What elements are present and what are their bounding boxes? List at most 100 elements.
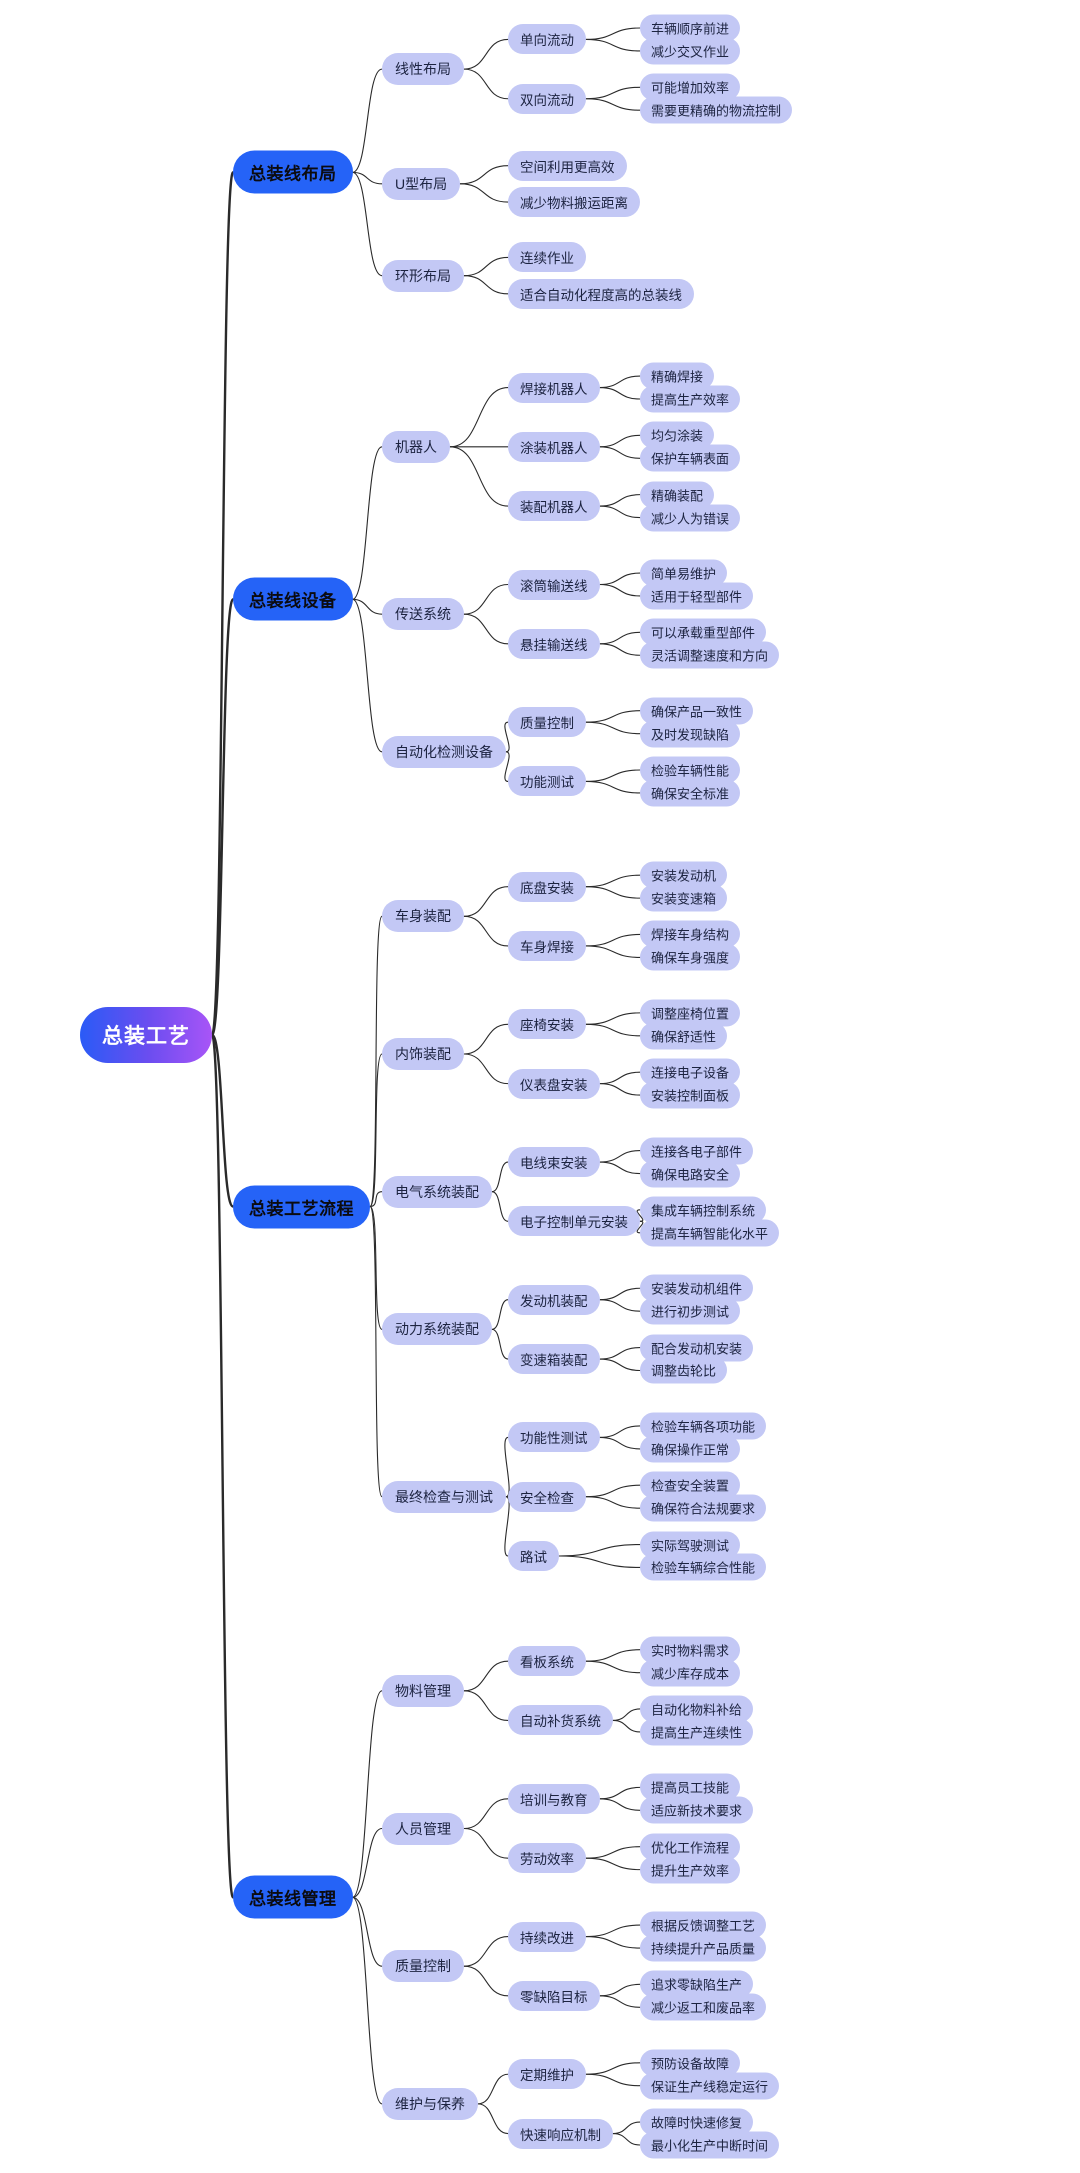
- mindmap-topic-node[interactable]: 提高员工技能: [640, 1773, 741, 1801]
- mindmap-topic-node[interactable]: U型布局: [382, 167, 461, 200]
- mindmap-topic-node[interactable]: 涂装机器人: [508, 431, 600, 462]
- mindmap-topic-node[interactable]: 环形布局: [382, 259, 464, 292]
- mindmap-topic-node[interactable]: 适用于轻型部件: [640, 582, 754, 610]
- mindmap-topic-node[interactable]: 保证生产线稳定运行: [640, 2072, 780, 2100]
- mindmap-topic-node[interactable]: 定期维护: [508, 2059, 586, 2090]
- mindmap-topic-node[interactable]: 自动补货系统: [508, 1705, 613, 1736]
- mindmap-topic-node[interactable]: 车身焊接: [508, 930, 586, 961]
- mindmap-topic-node[interactable]: 维护与保养: [382, 2087, 478, 2120]
- mindmap-topic-node[interactable]: 劳动效率: [508, 1843, 586, 1874]
- mindmap-topic-node[interactable]: 车身装配: [382, 900, 464, 933]
- mindmap-topic-node[interactable]: 双向流动: [508, 83, 586, 114]
- mindmap-topic-node[interactable]: 减少返工和废品率: [640, 1993, 767, 2021]
- mindmap-topic-node[interactable]: 质量控制: [382, 1950, 464, 1983]
- mindmap-root-node[interactable]: 总装工艺: [80, 1006, 212, 1063]
- mindmap-topic-node[interactable]: 连接各电子部件: [640, 1137, 754, 1165]
- mindmap-branch-node[interactable]: 总装线管理: [233, 1875, 353, 1919]
- mindmap-topic-node[interactable]: 功能测试: [508, 766, 586, 797]
- mindmap-topic-node[interactable]: 发动机装配: [508, 1284, 600, 1315]
- mindmap-topic-node[interactable]: 功能性测试: [508, 1422, 600, 1453]
- mindmap-topic-node[interactable]: 保护车辆表面: [640, 444, 741, 472]
- mindmap-topic-node[interactable]: 线性布局: [382, 53, 464, 86]
- mindmap-topic-node[interactable]: 根据反馈调整工艺: [640, 1911, 767, 1939]
- mindmap-topic-node[interactable]: 悬挂输送线: [508, 628, 600, 659]
- mindmap-topic-node[interactable]: 内饰装配: [382, 1037, 464, 1070]
- mindmap-topic-node[interactable]: 可以承载重型部件: [640, 618, 767, 646]
- mindmap-topic-node[interactable]: 装配机器人: [508, 491, 600, 522]
- mindmap-topic-node[interactable]: 减少人为错误: [640, 504, 741, 532]
- mindmap-topic-node[interactable]: 电线束安装: [508, 1147, 600, 1178]
- mindmap-topic-node[interactable]: 提高生产效率: [640, 385, 741, 413]
- mindmap-topic-node[interactable]: 电气系统装配: [382, 1175, 492, 1208]
- mindmap-topic-node[interactable]: 确保舒适性: [640, 1022, 728, 1050]
- mindmap-topic-node[interactable]: 减少库存成本: [640, 1659, 741, 1687]
- mindmap-topic-node[interactable]: 追求零缺陷生产: [640, 1970, 754, 1998]
- mindmap-topic-node[interactable]: 可能增加效率: [640, 73, 741, 101]
- mindmap-topic-node[interactable]: 减少物料搬运距离: [508, 187, 640, 218]
- mindmap-topic-node[interactable]: 检验车辆各项功能: [640, 1412, 767, 1440]
- mindmap-topic-node[interactable]: 进行初步测试: [640, 1297, 741, 1325]
- mindmap-topic-node[interactable]: 预防设备故障: [640, 2049, 741, 2077]
- mindmap-topic-node[interactable]: 变速箱装配: [508, 1344, 600, 1374]
- mindmap-topic-node[interactable]: 提升生产效率: [640, 1856, 741, 1884]
- mindmap-topic-node[interactable]: 连接电子设备: [640, 1058, 741, 1086]
- mindmap-topic-node[interactable]: 滚筒输送线: [508, 569, 600, 600]
- mindmap-topic-node[interactable]: 路试: [508, 1540, 559, 1571]
- mindmap-topic-node[interactable]: 电子控制单元安装: [508, 1206, 640, 1237]
- mindmap-topic-node[interactable]: 空间利用更高效: [508, 150, 627, 181]
- mindmap-topic-node[interactable]: 精确焊接: [640, 362, 715, 390]
- mindmap-topic-node[interactable]: 安装变速箱: [640, 884, 728, 912]
- mindmap-topic-node[interactable]: 安装发动机: [640, 861, 728, 889]
- mindmap-topic-node[interactable]: 仪表盘安装: [508, 1068, 600, 1099]
- mindmap-topic-node[interactable]: 确保安全标准: [640, 779, 741, 807]
- mindmap-topic-node[interactable]: 安全检查: [508, 1481, 586, 1512]
- mindmap-topic-node[interactable]: 单向流动: [508, 24, 586, 55]
- mindmap-topic-node[interactable]: 车辆顺序前进: [640, 14, 741, 42]
- mindmap-topic-node[interactable]: 连续作业: [508, 242, 586, 273]
- mindmap-topic-node[interactable]: 传送系统: [382, 598, 464, 631]
- mindmap-topic-node[interactable]: 确保车身强度: [640, 943, 741, 971]
- mindmap-topic-node[interactable]: 快速响应机制: [508, 2118, 613, 2149]
- mindmap-topic-node[interactable]: 集成车辆控制系统: [640, 1196, 767, 1224]
- mindmap-topic-node[interactable]: 培训与教育: [508, 1783, 600, 1814]
- mindmap-topic-node[interactable]: 简单易维护: [640, 559, 728, 587]
- mindmap-topic-node[interactable]: 检验车辆性能: [640, 756, 741, 784]
- mindmap-topic-node[interactable]: 人员管理: [382, 1812, 464, 1845]
- mindmap-topic-node[interactable]: 焊接车身结构: [640, 920, 741, 948]
- mindmap-topic-node[interactable]: 自动化物料补给: [640, 1695, 754, 1723]
- mindmap-topic-node[interactable]: 安装控制面板: [640, 1081, 741, 1109]
- mindmap-topic-node[interactable]: 配合发动机安装: [640, 1334, 754, 1362]
- mindmap-topic-node[interactable]: 适应新技术要求: [640, 1796, 754, 1824]
- mindmap-branch-node[interactable]: 总装工艺流程: [233, 1185, 370, 1228]
- mindmap-topic-node[interactable]: 实时物料需求: [640, 1636, 741, 1664]
- mindmap-topic-node[interactable]: 调整座椅位置: [640, 999, 741, 1027]
- mindmap-topic-node[interactable]: 提高生产连续性: [640, 1718, 754, 1746]
- mindmap-topic-node[interactable]: 实际驾驶测试: [640, 1531, 741, 1558]
- mindmap-topic-node[interactable]: 质量控制: [508, 707, 586, 738]
- mindmap-topic-node[interactable]: 机器人: [382, 430, 450, 463]
- mindmap-topic-node[interactable]: 物料管理: [382, 1674, 464, 1707]
- mindmap-topic-node[interactable]: 持续改进: [508, 1921, 586, 1952]
- mindmap-topic-node[interactable]: 焊接机器人: [508, 372, 600, 403]
- mindmap-topic-node[interactable]: 确保电路安全: [640, 1160, 741, 1187]
- mindmap-topic-node[interactable]: 底盘安装: [508, 871, 586, 902]
- mindmap-topic-node[interactable]: 确保符合法规要求: [640, 1494, 767, 1522]
- mindmap-topic-node[interactable]: 减少交叉作业: [640, 37, 741, 65]
- mindmap-topic-node[interactable]: 均匀涂装: [640, 421, 715, 449]
- mindmap-topic-node[interactable]: 安装发动机组件: [640, 1274, 754, 1302]
- mindmap-topic-node[interactable]: 确保产品一致性: [640, 697, 754, 725]
- mindmap-topic-node[interactable]: 持续提升产品质量: [640, 1934, 767, 1962]
- mindmap-branch-node[interactable]: 总装线布局: [233, 150, 353, 194]
- mindmap-topic-node[interactable]: 动力系统装配: [382, 1313, 492, 1346]
- mindmap-topic-node[interactable]: 零缺陷目标: [508, 1980, 600, 2011]
- mindmap-branch-node[interactable]: 总装线设备: [233, 577, 353, 621]
- mindmap-topic-node[interactable]: 提高车辆智能化水平: [640, 1219, 780, 1247]
- mindmap-topic-node[interactable]: 座椅安装: [508, 1009, 586, 1040]
- mindmap-topic-node[interactable]: 精确装配: [640, 481, 715, 509]
- mindmap-topic-node[interactable]: 调整齿轮比: [640, 1356, 728, 1384]
- mindmap-topic-node[interactable]: 最小化生产中断时间: [640, 2131, 780, 2159]
- mindmap-topic-node[interactable]: 检验车辆综合性能: [640, 1553, 767, 1581]
- mindmap-topic-node[interactable]: 最终检查与测试: [382, 1480, 506, 1513]
- mindmap-topic-node[interactable]: 检查安全装置: [640, 1471, 741, 1499]
- mindmap-topic-node[interactable]: 确保操作正常: [640, 1435, 741, 1463]
